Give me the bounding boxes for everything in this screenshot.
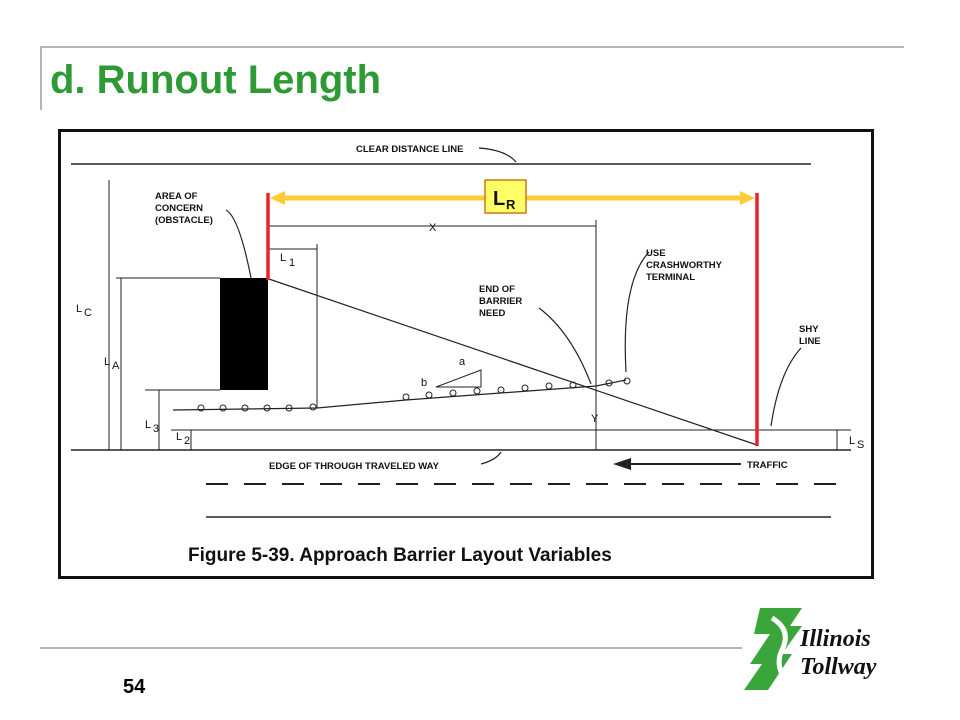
post-13: [545, 382, 553, 390]
lr-badge: [484, 179, 527, 214]
ls-subscript: S: [857, 439, 864, 451]
l3-subscript: 3: [153, 423, 159, 435]
obstacle-block: [220, 278, 268, 390]
lr-arrow-left-head: [270, 191, 285, 205]
ls-label: L: [849, 435, 855, 447]
lr-badge-main: L: [493, 188, 505, 210]
l1-label: L: [280, 252, 286, 264]
logo-line2: Tollway: [800, 654, 877, 680]
page-number: 54: [123, 676, 146, 698]
post-15: [605, 379, 613, 387]
post-6: [309, 403, 317, 411]
l3-label: L: [145, 419, 151, 431]
flare-b-label: b: [421, 377, 427, 389]
left-accent-rule: [40, 46, 42, 110]
barrier-layout-diagram: CLEAR DISTANCE LINE AREA OF CONCERN (OBS…: [71, 144, 864, 518]
l2-label: L: [176, 431, 182, 443]
area-concern-line2: CONCERN: [155, 203, 203, 214]
post-12: [521, 384, 529, 392]
post-5: [285, 404, 293, 412]
clear-distance-label: CLEAR DISTANCE LINE: [356, 144, 464, 155]
illinois-tollway-logo-icon: Illinois Tollway: [744, 608, 877, 690]
post-8: [425, 391, 433, 399]
top-divider: [40, 46, 904, 48]
edge-of-way-leader: [480, 451, 502, 465]
lc-subscript: C: [84, 307, 92, 319]
area-concern-line3: (OBSTACLE): [155, 215, 213, 226]
post-11: [497, 386, 505, 394]
area-concern-line1: AREA OF: [155, 191, 198, 202]
runout-diagonal: [265, 277, 758, 446]
lr-badge-sub: R: [506, 197, 516, 212]
la-subscript: A: [112, 360, 120, 372]
area-concern-leader: [225, 209, 252, 279]
crashworthy-line3: TERMINAL: [646, 272, 695, 283]
shy-line-label2: LINE: [799, 336, 821, 347]
clear-distance-leader: [478, 147, 517, 163]
crashworthy-line2: CRASHWORTHY: [646, 260, 723, 271]
crashworthy-line1: USE: [646, 248, 666, 259]
edge-of-way-label: EDGE OF THROUGH TRAVELED WAY: [269, 461, 440, 472]
traffic-arrow-head: [613, 458, 631, 470]
y-label: Y: [591, 413, 599, 425]
post-10: [473, 387, 481, 395]
crashworthy-leader: [624, 251, 650, 373]
flare-a-label: a: [459, 356, 466, 368]
bottom-divider: [40, 647, 742, 649]
figure-caption: Figure 5-39. Approach Barrier Layout Var…: [188, 545, 612, 566]
end-barrier-leader: [538, 307, 592, 385]
post-2: [219, 404, 227, 412]
flare-rate-triangle: [435, 369, 482, 388]
x-label: X: [429, 222, 437, 234]
l2-subscript: 2: [184, 435, 190, 447]
l1-subscript: 1: [289, 257, 295, 269]
post-9: [449, 389, 457, 397]
shy-line-label1: SHY: [799, 324, 819, 335]
illinois-tollway-logo: Illinois Tollway: [742, 604, 912, 692]
post-1: [197, 404, 205, 412]
traffic-label: TRAFFIC: [747, 460, 788, 471]
post-3: [241, 404, 249, 412]
end-barrier-line1: END OF: [479, 284, 515, 295]
post-4: [263, 404, 271, 412]
end-barrier-line3: NEED: [479, 308, 506, 319]
lr-arrow-right-head: [740, 191, 755, 205]
post-16: [623, 377, 631, 385]
shy-line-leader: [770, 347, 802, 427]
post-7: [402, 393, 410, 401]
logo-line1: Illinois: [799, 626, 871, 652]
figure-frame: CLEAR DISTANCE LINE AREA OF CONCERN (OBS…: [58, 129, 874, 579]
la-label: L: [104, 356, 110, 368]
lc-label: L: [76, 303, 82, 315]
end-barrier-line2: BARRIER: [479, 296, 522, 307]
slide-title: d. Runout Length: [50, 58, 382, 102]
